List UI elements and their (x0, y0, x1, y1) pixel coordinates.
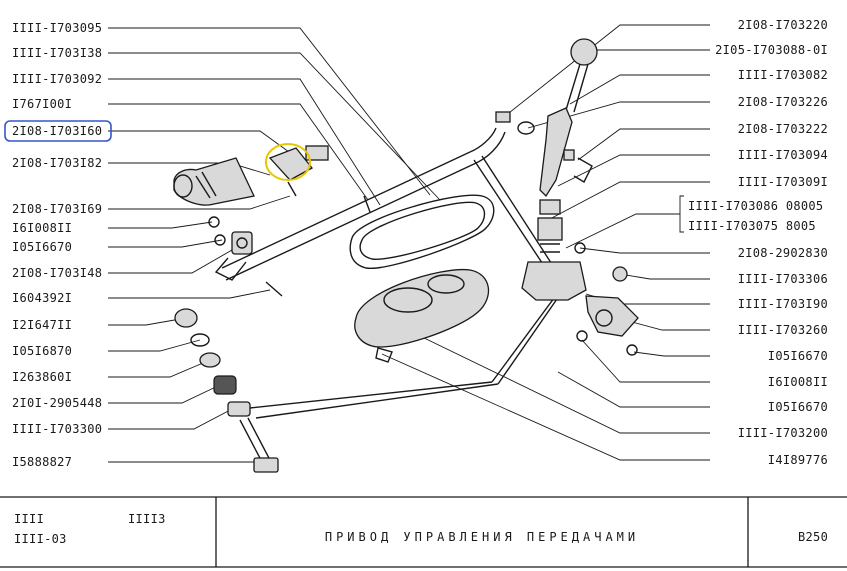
parts-illustration (173, 38, 639, 473)
left-label-4: I767I00I (12, 97, 72, 111)
right-label-4: 2I08-I703226 (738, 95, 828, 109)
left-leader-10 (108, 249, 233, 274)
bracket-label-1: IIII-I703086 08005 (688, 199, 823, 213)
model-code-a: IIII (14, 512, 44, 526)
left-leader-11 (108, 289, 271, 299)
left-leader-9 (108, 239, 223, 248)
left-leader-3 (108, 78, 381, 206)
right-label-7: IIII-I70309I (738, 175, 828, 189)
left-leader-16 (108, 407, 235, 430)
left-label-12: I2I647II (12, 318, 72, 332)
left-leader-7 (108, 195, 291, 210)
boot-frame-upper (349, 194, 495, 269)
right-label-10: IIII-I703I90 (738, 297, 828, 311)
title-block: IIII IIII3 IIII-03 ПРИВОД УПРАВЛЕНИЯ ПЕР… (0, 496, 847, 568)
part-number-labels: IIII-I703095IIII-I703I38IIII-I703092I767… (12, 18, 828, 469)
right-label-1: 2I08-I703220 (738, 18, 828, 32)
left-leader-13 (108, 339, 201, 352)
shift-rod (221, 127, 567, 419)
bracket-group: IIII-I703086 08005 IIII-I703075 8005 (565, 195, 823, 249)
left-label-7: 2I08-I703I69 (12, 202, 102, 216)
right-leader-11 (631, 321, 710, 331)
right-leader-8 (579, 247, 710, 254)
right-leader-15 (419, 335, 710, 434)
right-label-3: IIII-I703082 (738, 68, 828, 82)
right-label-8: 2I08-2902830 (738, 246, 828, 260)
model-code-c: IIII-03 (14, 532, 67, 546)
small-fasteners (363, 111, 638, 363)
model-code-b: IIII3 (128, 512, 166, 526)
left-leader-1 (108, 27, 431, 196)
right-leader-9 (619, 273, 710, 280)
right-leader-13 (581, 339, 710, 383)
sheet-number: B250 (798, 530, 828, 544)
left-label-15: 2I0I-2905448 (12, 396, 102, 410)
left-label-9: I05I6670 (12, 240, 72, 254)
right-label-16: I4I89776 (768, 453, 828, 467)
left-label-2: IIII-I703I38 (12, 46, 102, 60)
right-label-2: 2I05-I703088-0I (715, 43, 828, 57)
right-leader-12 (633, 351, 710, 357)
right-label-6: IIII-I703094 (738, 148, 828, 162)
right-leader-14 (557, 371, 710, 408)
left-label-14: I263860I (12, 370, 72, 384)
left-label-3: IIII-I703092 (12, 72, 102, 86)
left-label-16: IIII-I703300 (12, 422, 102, 436)
left-label-13: I05I6870 (12, 344, 72, 358)
left-label-11: I604392I (12, 291, 72, 305)
right-label-13: I6I008II (768, 375, 828, 389)
left-leader-15 (108, 383, 223, 404)
right-leader-1 (499, 24, 710, 121)
right-label-11: IIII-I703260 (738, 323, 828, 337)
left-leader-12 (108, 317, 187, 326)
left-label-8: I6I008II (12, 221, 72, 235)
right-label-5: 2I08-I703222 (738, 122, 828, 136)
right-leader-6 (557, 154, 710, 187)
left-label-5: 2I08-I703I60 (12, 124, 102, 138)
left-leader-5 (108, 130, 301, 161)
left-label-1: IIII-I703095 (12, 21, 102, 35)
left-label-10: 2I08-I703I48 (12, 266, 102, 280)
part-highlight-ring (265, 143, 311, 181)
left-leader-14 (108, 359, 211, 378)
right-leader-5 (577, 128, 710, 161)
right-label-15: IIII-I703200 (738, 426, 828, 440)
right-label-12: I05I6670 (768, 349, 828, 363)
right-label-14: I05I6670 (768, 400, 828, 414)
highlighted-part-bolt (265, 143, 329, 197)
lever-housing (521, 261, 639, 337)
gear-lever (537, 38, 598, 253)
left-leader-4 (108, 103, 369, 201)
right-label-9: IIII-I703306 (738, 272, 828, 286)
left-label-17: I5888827 (12, 455, 72, 469)
leader-lines (108, 24, 710, 463)
left-leader-8 (108, 221, 213, 229)
left-label-6: 2I08-I703I82 (12, 156, 102, 170)
boot-frame-lower (354, 268, 490, 348)
left-leader-2 (108, 52, 441, 201)
right-leader-7 (547, 181, 710, 221)
right-leader-3 (569, 74, 710, 105)
drawing-title: ПРИВОД УПРАВЛЕНИЯ ПЕРЕДАЧАМИ (325, 530, 639, 544)
bracket-label-2: IIII-I703075 8005 (688, 219, 816, 233)
left-assembly (173, 157, 283, 473)
selected-label-highlight (4, 120, 112, 142)
